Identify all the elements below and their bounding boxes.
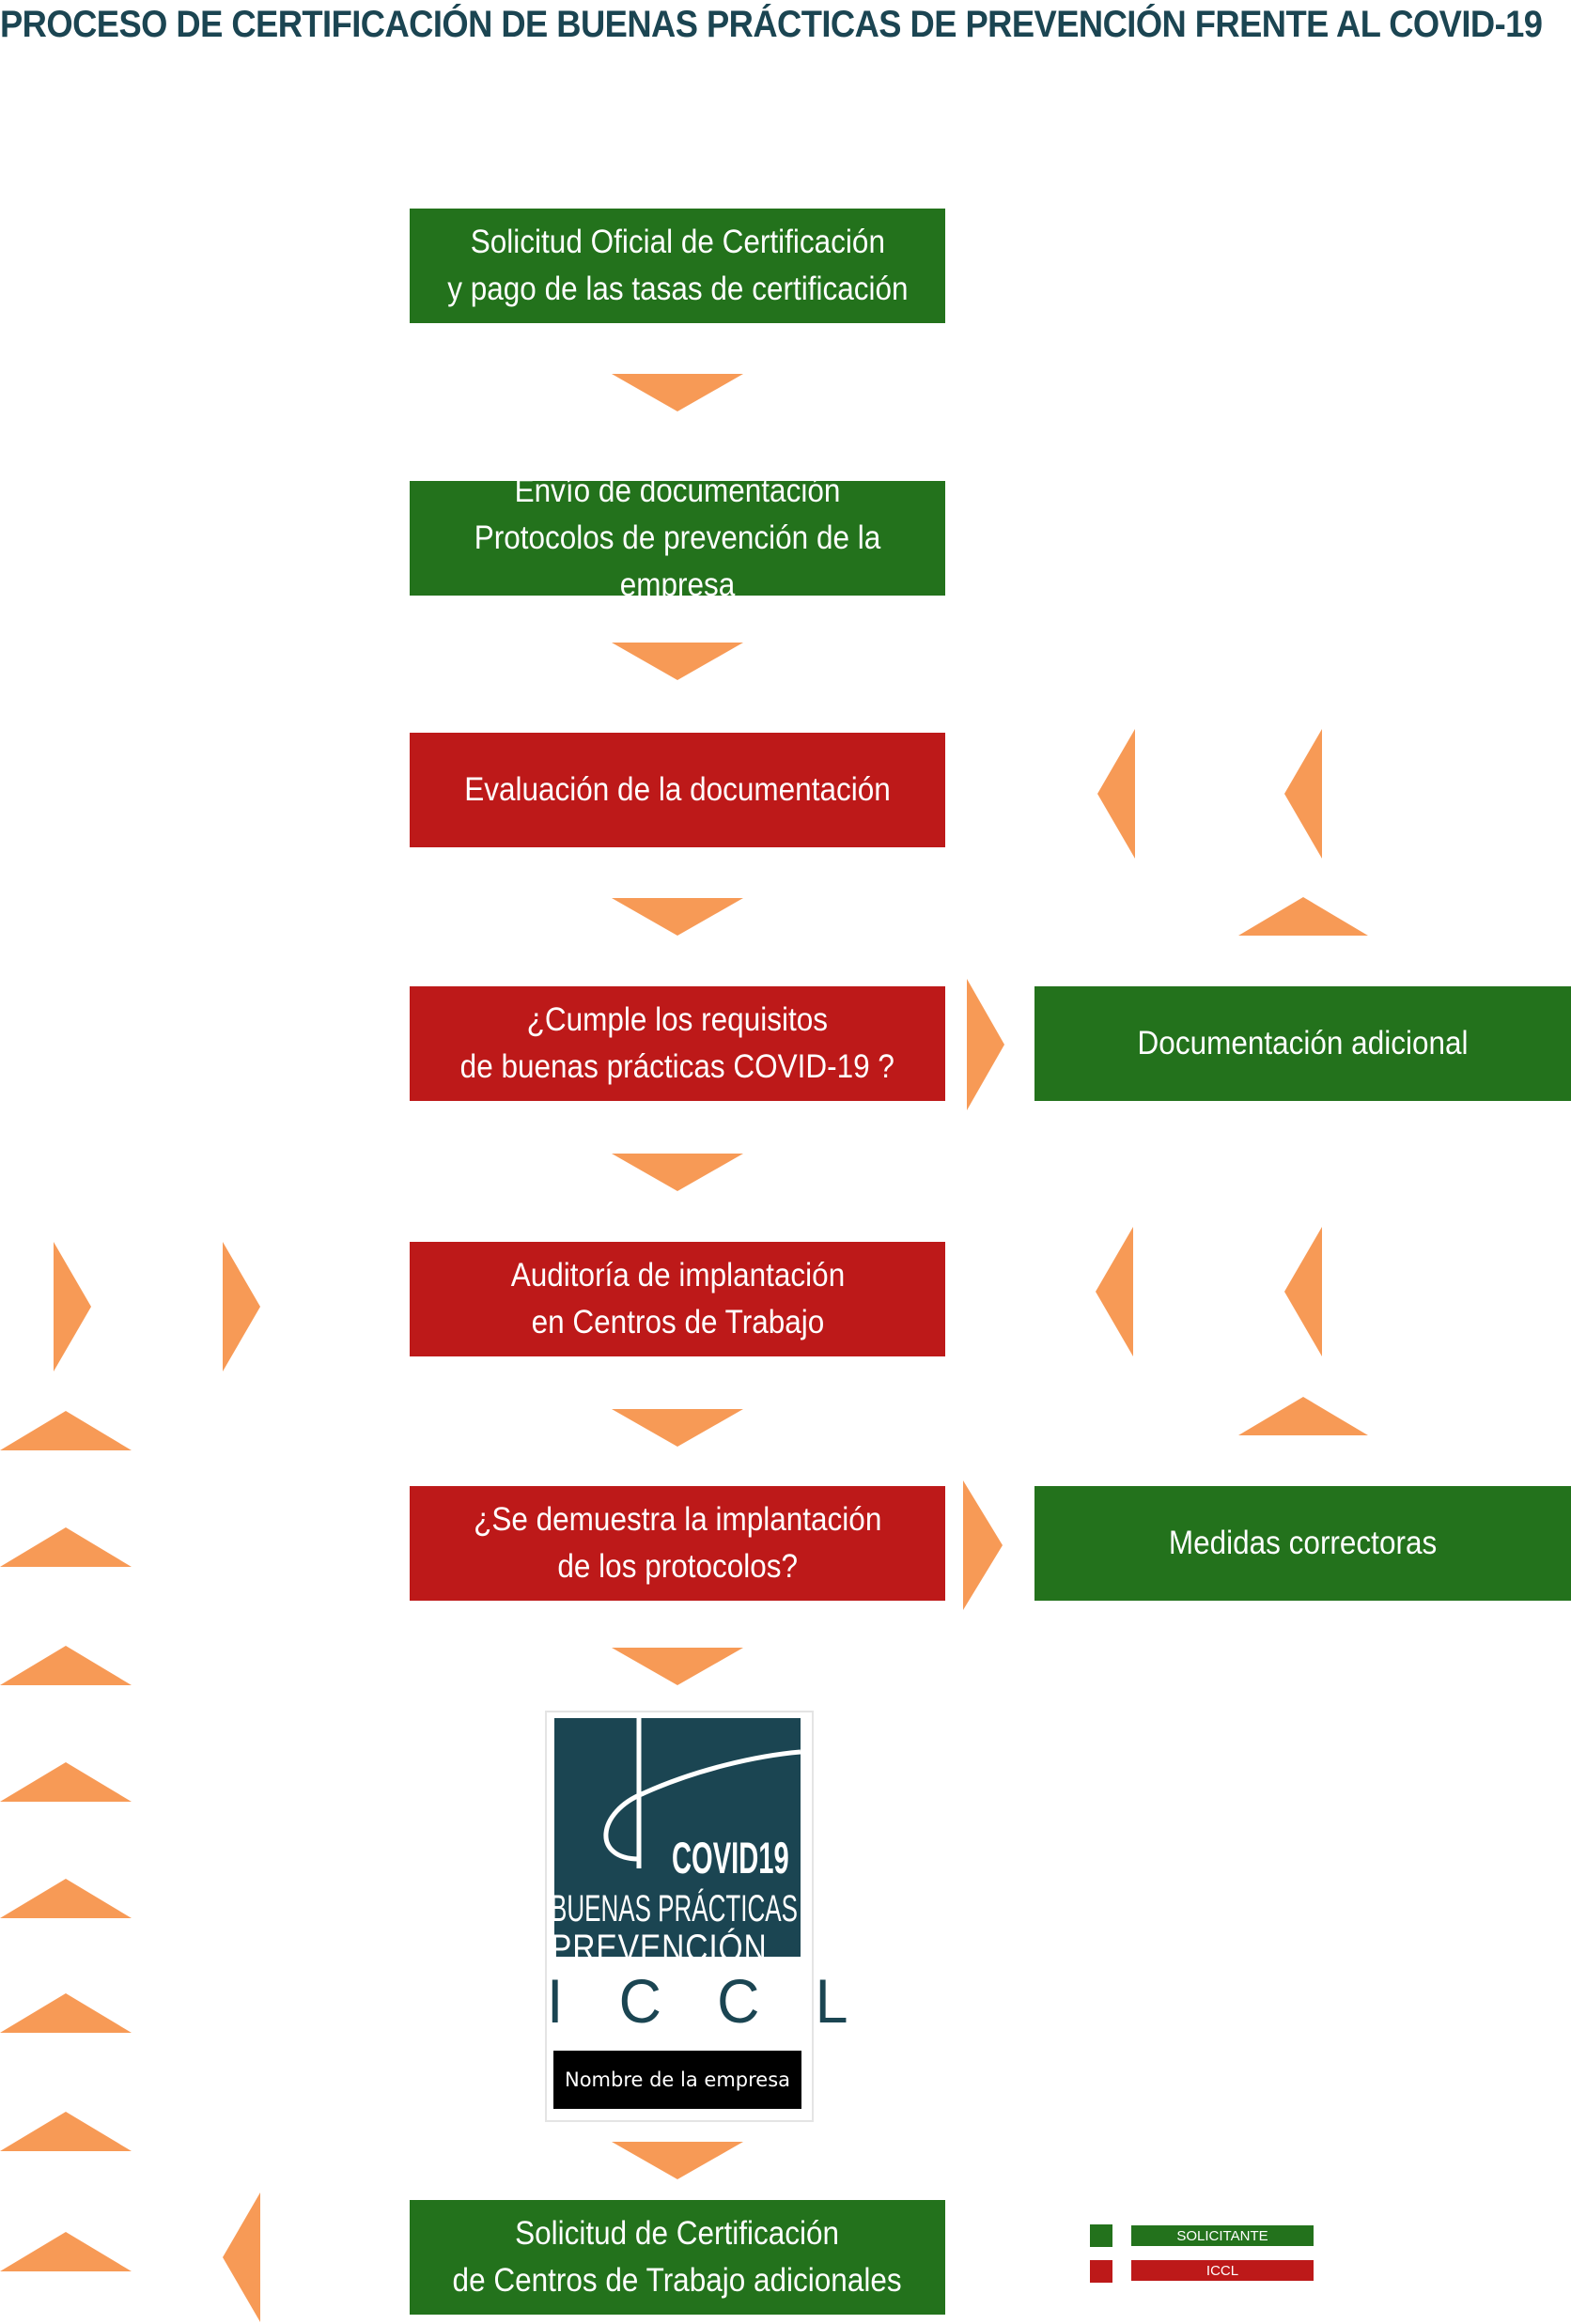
arrow-down-5 <box>612 1409 743 1447</box>
legend-label-solicitante: SOLICITANTE <box>1131 2225 1314 2246</box>
arrow-down-7 <box>612 2142 743 2179</box>
legend-label-iccl: ICCL <box>1131 2260 1314 2281</box>
arrow-up-loop-8 <box>0 1411 132 1450</box>
legend-swatch-solicitante <box>1090 2224 1112 2247</box>
seal-emblem-icon <box>603 1718 801 1868</box>
arrow-up-loop-5 <box>0 1762 132 1802</box>
arrow-left-return-2a <box>1284 1227 1322 1356</box>
seal-buenas-practicas: BUENAS PRÁCTICAS <box>551 1888 798 1929</box>
step-cumple-requisitos: ¿Cumple los requisitos de buenas práctic… <box>410 986 945 1101</box>
seal-company-name: Nombre de la empresa <box>553 2051 801 2109</box>
arrow-right-to-medidas <box>963 1480 1003 1610</box>
step-envio-documentacion: Envío de documentación Protocolos de pre… <box>410 473 945 603</box>
seal-prevencion: PREVENCIÓN <box>551 1928 768 1969</box>
seal-covid19: COVID19 <box>672 1833 789 1882</box>
arrow-right-loop-b <box>223 1242 260 1371</box>
arrow-down-6 <box>612 1648 743 1685</box>
arrow-left-to-loop <box>223 2192 260 2322</box>
page-title: PROCESO DE CERTIFICACIÓN DE BUENAS PRÁCT… <box>0 4 1543 45</box>
step-demuestra-implantacion: ¿Se demuestra la implantación de los pro… <box>410 1486 945 1601</box>
arrow-left-return-1b <box>1097 729 1135 859</box>
arrow-up-loop-6 <box>0 1646 132 1685</box>
seal-brand: I C C L <box>547 1966 868 2036</box>
step-auditoria: Auditoría de implantación en Centros de … <box>410 1242 945 1356</box>
legend-swatch-iccl <box>1090 2260 1112 2283</box>
step-evaluacion: Evaluación de la documentación <box>410 733 945 847</box>
arrow-right-to-documentacion <box>967 979 1004 1110</box>
arrow-down-4 <box>612 1154 743 1191</box>
arrow-left-return-2b <box>1096 1227 1133 1356</box>
arrow-up-loop-7 <box>0 1527 132 1567</box>
arrow-up-return-1 <box>1238 897 1368 936</box>
side-medidas-correctoras: Medidas correctoras <box>1034 1486 1571 1601</box>
arrow-up-loop-3 <box>0 1993 132 2033</box>
arrow-down-1 <box>612 374 743 411</box>
arrow-up-loop-1 <box>0 2232 132 2271</box>
arrow-down-2 <box>612 643 743 680</box>
arrow-up-loop-4 <box>0 1879 132 1918</box>
arrow-right-loop-a <box>54 1242 91 1371</box>
arrow-down-3 <box>612 898 743 936</box>
step-centros-adicionales: Solicitud de Certificación de Centros de… <box>410 2200 945 2315</box>
arrow-up-loop-2 <box>0 2112 132 2151</box>
side-documentacion-adicional: Documentación adicional <box>1034 986 1571 1101</box>
step-solicitud-oficial: Solicitud Oficial de Certificación y pag… <box>410 209 945 323</box>
arrow-left-return-1a <box>1284 729 1322 859</box>
arrow-up-return-2 <box>1238 1397 1368 1435</box>
